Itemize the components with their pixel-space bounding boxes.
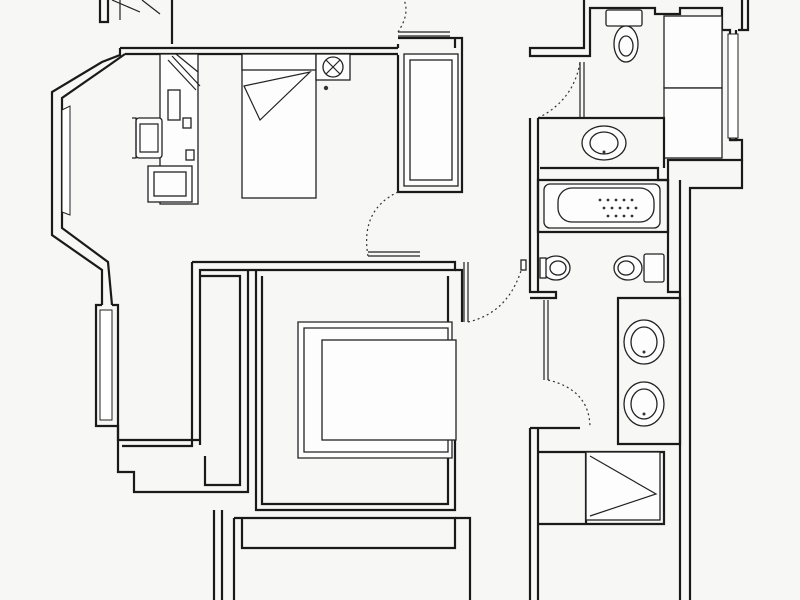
window-icon [727,33,739,139]
toilet-icon [605,9,643,63]
bedroom-1-top-stub [98,0,110,24]
bedroom-2-right-wall [446,268,464,322]
bedroom-2-main-wall [254,270,457,512]
bed-icon [243,70,312,122]
bedroom-1 [50,0,464,445]
door-swing-icon [397,0,407,33]
bathroom [528,0,750,600]
bedroom-2 [94,259,525,600]
hall-switch [520,259,527,271]
lamp-icon [167,53,201,91]
sink-icon [581,125,627,161]
outlet-icon [323,85,329,91]
bedroom-1-right-wall [396,36,464,194]
bathroom-right-inner [666,180,680,294]
window-icon [111,0,161,20]
shower-icon [585,451,665,525]
door-leaf [543,300,549,380]
hall-wall [212,510,457,600]
bedroom-2-lower-wall [94,270,250,494]
bedroom-2-closet-wall [200,274,242,487]
bed [241,53,317,199]
sink-icon [623,319,665,365]
door-swing-icon [537,61,581,119]
window-icon [61,105,71,216]
window-icon [99,309,113,421]
wardrobe-inner [409,59,453,181]
door-leaf [579,62,585,118]
chair-icon [132,117,159,159]
bedroom-1-outer-wall-inner [60,52,398,306]
desk-shelf [167,89,181,121]
bathtub-icon [543,183,661,229]
hallway [520,259,527,271]
bathroom-partition [538,116,666,168]
lamp-icon [325,59,341,75]
cabinet [663,87,723,159]
bed-headboard [241,53,317,71]
lamp-icon [185,149,195,161]
bathroom-left-lower-wall [528,426,580,600]
bathroom-top-wall [528,0,744,182]
hall-wall [455,516,472,600]
nightstand-inner [153,171,187,197]
bedroom-1-outer-wall [50,46,398,305]
door-swing-icon [547,379,591,429]
bathroom-right-wall [678,160,744,600]
lamp-icon [182,117,192,129]
double-sink-counter [616,296,682,446]
bidet-icon [539,255,571,281]
bed-mattress [321,339,457,441]
bedroom-2-left-wall [94,303,122,442]
door-swing-icon [467,259,525,323]
sink-icon [623,381,665,427]
door-leaf [463,262,469,322]
toilet-icon [613,253,665,283]
door-swing-icon [366,191,399,257]
door-leaf [368,251,420,257]
door-leaf [398,31,450,37]
cabinet [663,15,723,89]
